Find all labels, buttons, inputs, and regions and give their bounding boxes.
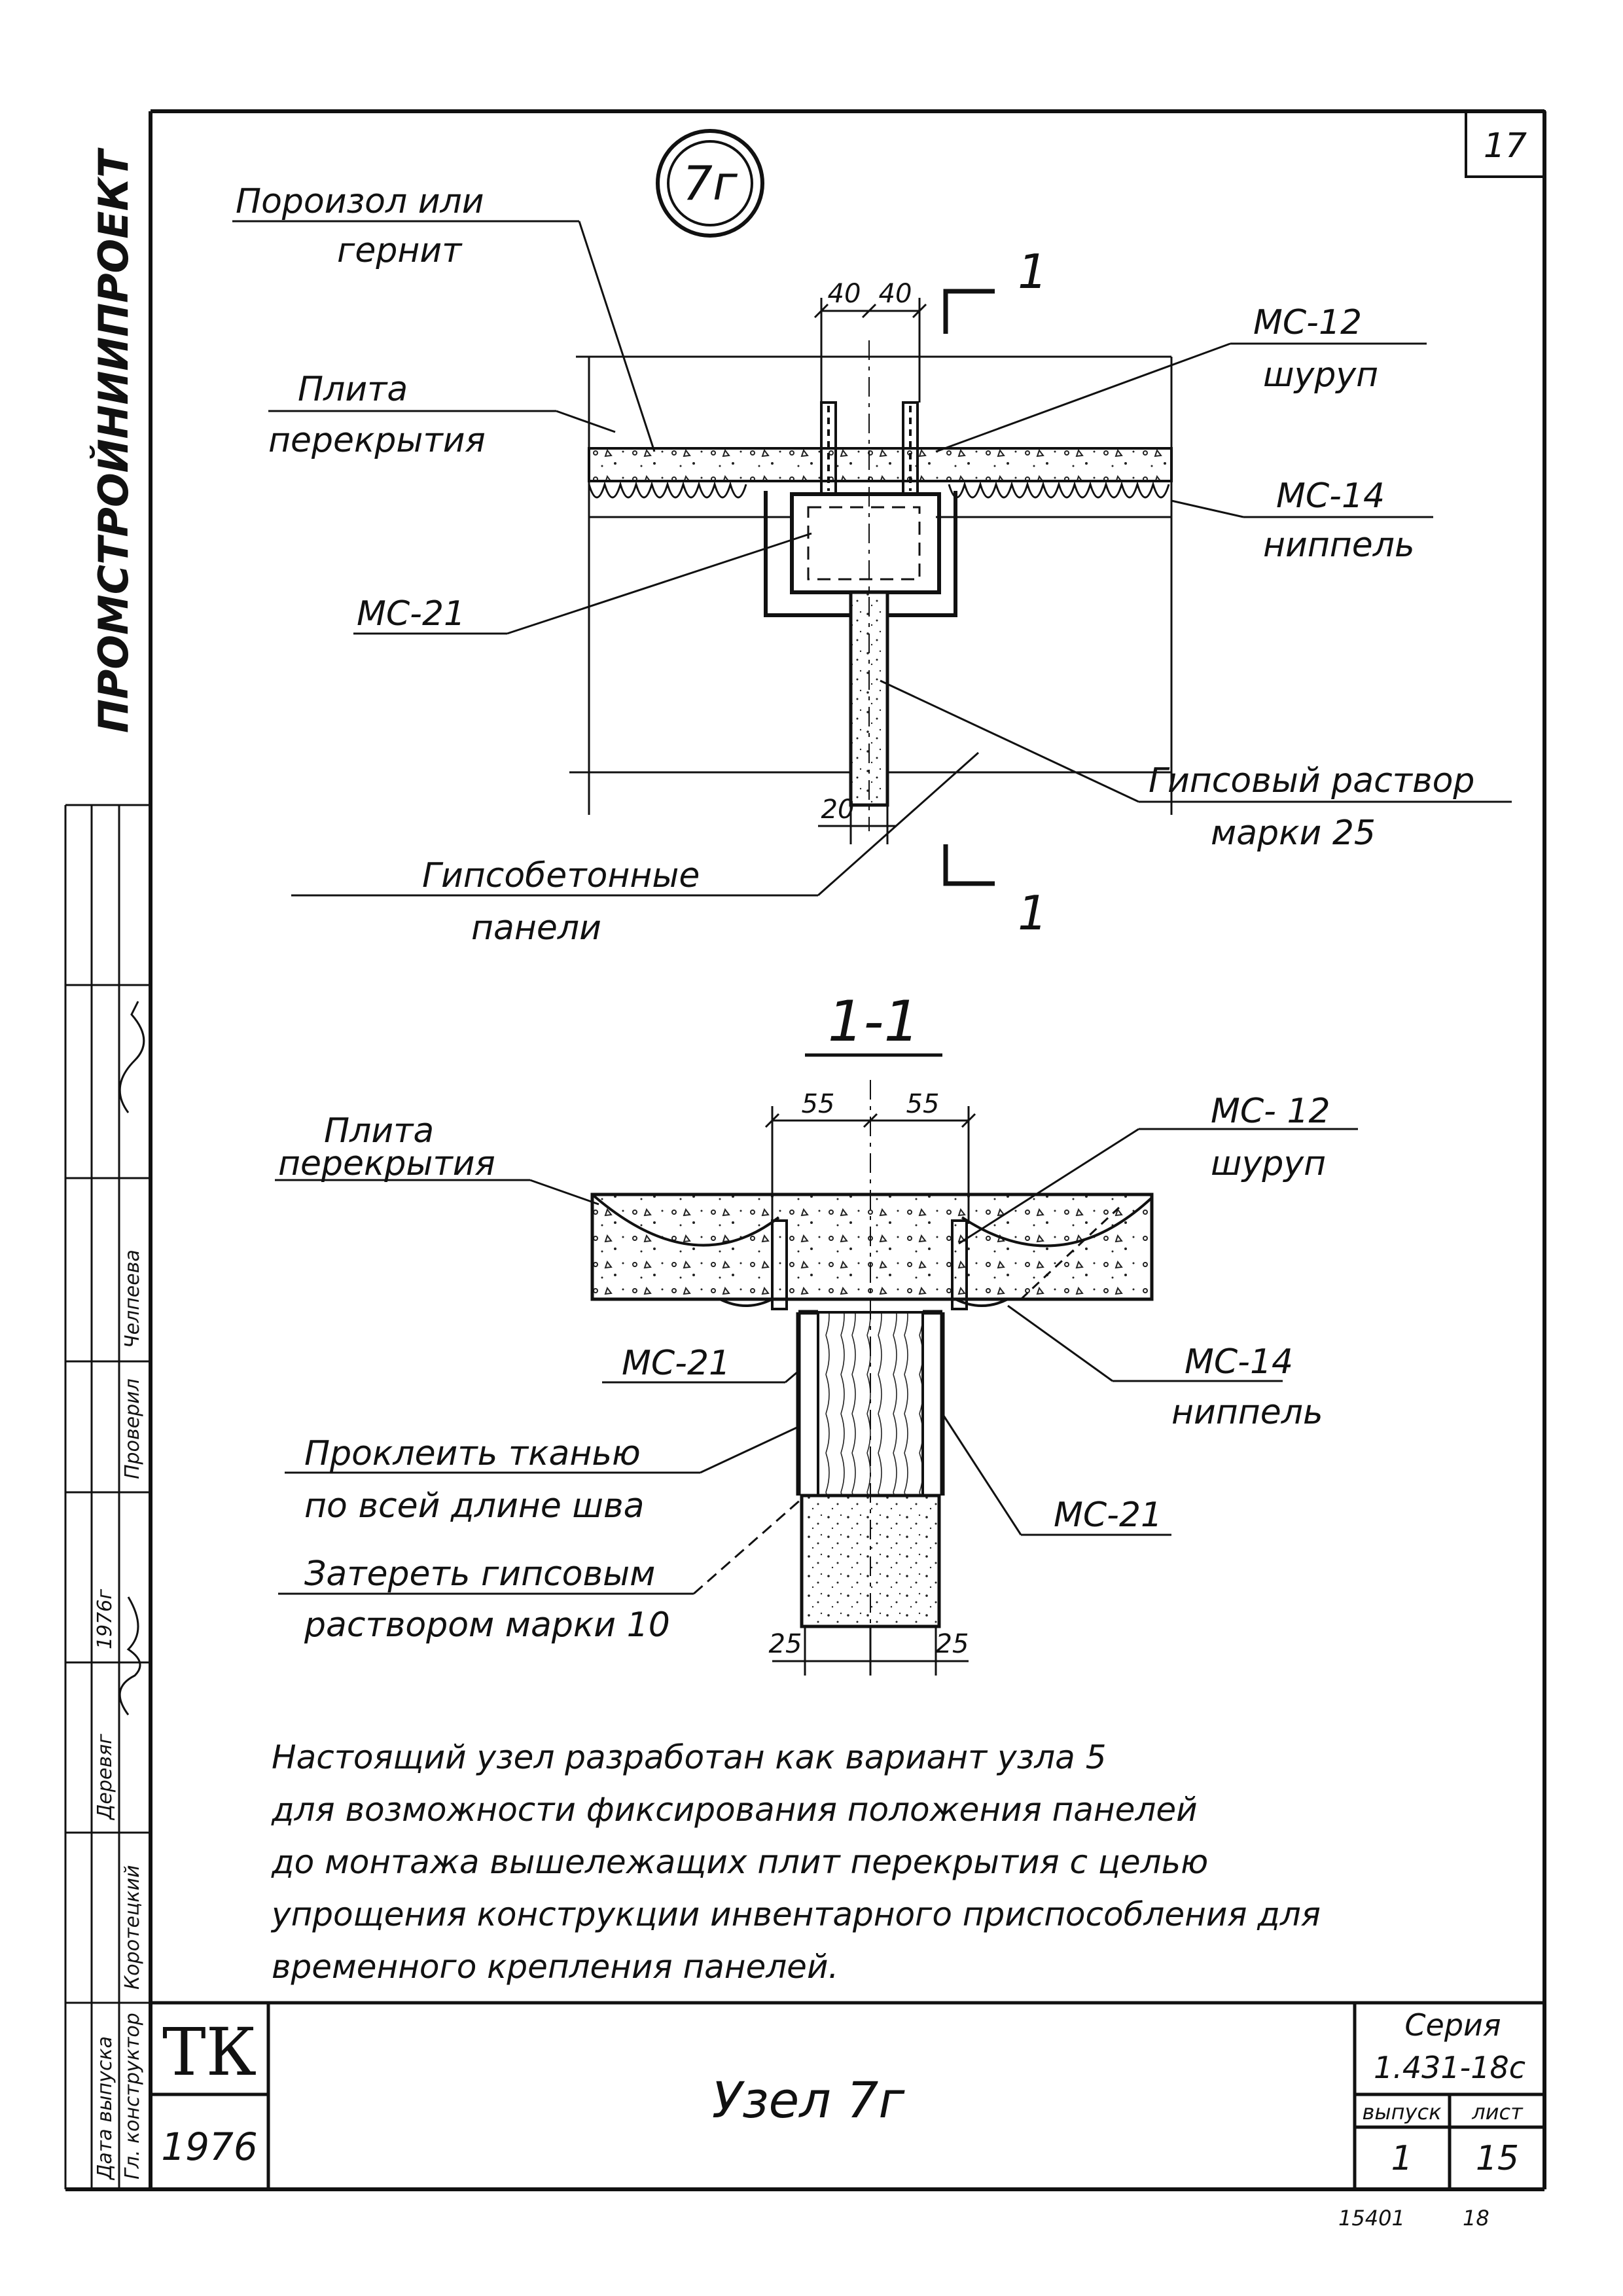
title-block-series-label: Серия xyxy=(1404,2007,1501,2043)
plan-view: 40 40 20 1 1 xyxy=(232,182,1512,948)
note-line-2: для возможности фиксирования положения п… xyxy=(271,1791,1198,1829)
section-label-plita-2: перекрытия xyxy=(278,1144,495,1183)
plan-label-mortar-2: марки 25 xyxy=(1211,814,1376,853)
page-number: 17 xyxy=(1484,126,1527,166)
plan-label-poroizol-1: Порoизол или xyxy=(236,182,484,221)
section-dim-bottom xyxy=(772,1626,969,1676)
plan-section-mark-top: 1 xyxy=(1018,244,1048,299)
title-block-sheet-label: лист xyxy=(1471,2100,1524,2125)
stamp-row1-role: Гл. конструктор xyxy=(121,2013,144,2179)
stamp-row3-date: 1976г xyxy=(94,1589,116,1649)
stamp-row2-role: Проверил xyxy=(121,1378,144,1479)
plan-dim-right: 40 xyxy=(879,279,912,309)
stamp-row3-role: Дата выпуска xyxy=(94,2036,116,2181)
section-dim-top-right: 55 xyxy=(906,1089,940,1119)
plan-label-gips-panels-2: панели xyxy=(471,908,601,948)
section-view: 1-1 55 xyxy=(275,989,1358,1676)
plan-section-mark-bottom: 1 xyxy=(1018,886,1048,941)
section-leaders xyxy=(275,1128,1358,1595)
sheet-frame xyxy=(65,109,1546,2191)
org-name-vertical: ПРОМСТРОЙНИИПРОЕКТ xyxy=(90,147,137,733)
note-line-1: Настоящий узел разработан как вариант уз… xyxy=(272,1738,1107,1776)
note-line-4: упрощения конструкции инвентарного присп… xyxy=(270,1895,1321,1933)
plan-poroizol-layer xyxy=(588,480,1170,499)
plan-label-mc14: МС-14 xyxy=(1276,476,1385,516)
section-nippel xyxy=(719,1298,1008,1307)
title-block-issue-label: выпуск xyxy=(1363,2100,1442,2125)
stamp-row1-name: Коротецкий xyxy=(121,1865,144,1990)
plan-label-shurup: шуруп xyxy=(1263,355,1378,395)
plan-label-mc12: МС-12 xyxy=(1253,303,1362,342)
plan-dim-left: 40 xyxy=(828,279,861,309)
side-stamp: Гл. конструктор Коротецкий Проверил Челп… xyxy=(64,804,151,2189)
plan-label-plita-1: Плита xyxy=(298,370,408,409)
stamp-signature-1 xyxy=(118,1001,145,1113)
plan-screws xyxy=(820,401,919,495)
stamp-row2-name: Челпеева xyxy=(121,1249,144,1348)
stamp-signature-2 xyxy=(118,1596,141,1715)
section-label-mc21-left: МС-21 xyxy=(622,1344,730,1383)
section-title: 1-1 xyxy=(828,989,919,1054)
general-note: Настоящий узел разработан как вариант уз… xyxy=(270,1738,1321,1986)
node-badge: 7г xyxy=(656,129,764,238)
section-dim-top xyxy=(764,1106,976,1221)
section-label-mc12: МС- 12 xyxy=(1211,1092,1330,1131)
title-block-sheet-value: 15 xyxy=(1476,2139,1519,2178)
note-line-3: до монтажа вышележащих плит перекрытия с… xyxy=(271,1843,1208,1881)
plan-label-nippel: ниппель xyxy=(1263,526,1415,565)
plan-label-poroizol-2: гернит xyxy=(337,231,463,270)
plan-section-marks xyxy=(943,289,995,886)
plan-dim-bottom xyxy=(818,805,897,844)
title-block-series-value: 1.431-18с xyxy=(1374,2050,1525,2085)
footer-number-left: 15401 xyxy=(1338,2206,1405,2231)
note-line-5: временного крепления панелей. xyxy=(272,1948,838,1986)
section-mc21-plates xyxy=(796,1310,945,1496)
section-label-fabric-1: Проклеить тканью xyxy=(304,1434,641,1473)
footer-number-right: 18 xyxy=(1463,2206,1489,2231)
title-block: ТК 1976 Узел 7г Серия 1.431-18с выпуск л… xyxy=(151,2001,1544,2189)
section-screws xyxy=(771,1219,968,1310)
plan-dim-top xyxy=(813,298,927,403)
section-label-nippel: ниппель xyxy=(1171,1393,1323,1432)
section-label-shurup: шуруп xyxy=(1211,1144,1326,1183)
section-label-mc14: МС-14 xyxy=(1185,1342,1293,1382)
plan-label-mc21: МС-21 xyxy=(357,594,465,634)
plan-label-plita-2: перекрытия xyxy=(268,421,486,460)
section-label-mc21-right: МС-21 xyxy=(1054,1496,1162,1535)
stamp-row3-name: Деревяг xyxy=(94,1734,116,1821)
section-floor-slab xyxy=(590,1193,1154,1301)
section-dim-bottom-right: 25 xyxy=(936,1629,969,1659)
title-block-year: 1976 xyxy=(161,2125,258,2169)
section-label-plita-1: Плита xyxy=(324,1111,434,1151)
title-block-logo: ТК xyxy=(162,2014,257,2090)
section-label-trowel-1: Затереть гипсовым xyxy=(304,1554,655,1594)
plan-floor-slab xyxy=(588,447,1173,482)
page-number-box: 17 xyxy=(1465,110,1546,178)
section-label-fabric-2: по всей длине шва xyxy=(304,1486,645,1526)
section-label-trowel-2: раствором марки 10 xyxy=(304,1605,670,1645)
plan-label-gips-panels-1: Гипсобетонные xyxy=(422,856,700,895)
section-dim-bottom-left: 25 xyxy=(769,1629,802,1659)
title-block-issue-value: 1 xyxy=(1391,2139,1412,2178)
node-badge-text: 7г xyxy=(683,156,738,211)
plan-label-mortar-1: Гипсовый раствор xyxy=(1149,761,1474,800)
title-block-title: Узел 7г xyxy=(712,2071,906,2129)
section-dim-top-left: 55 xyxy=(802,1089,835,1119)
plan-dim-bottom-text: 20 xyxy=(821,795,855,825)
plan-leaders xyxy=(232,220,1512,897)
